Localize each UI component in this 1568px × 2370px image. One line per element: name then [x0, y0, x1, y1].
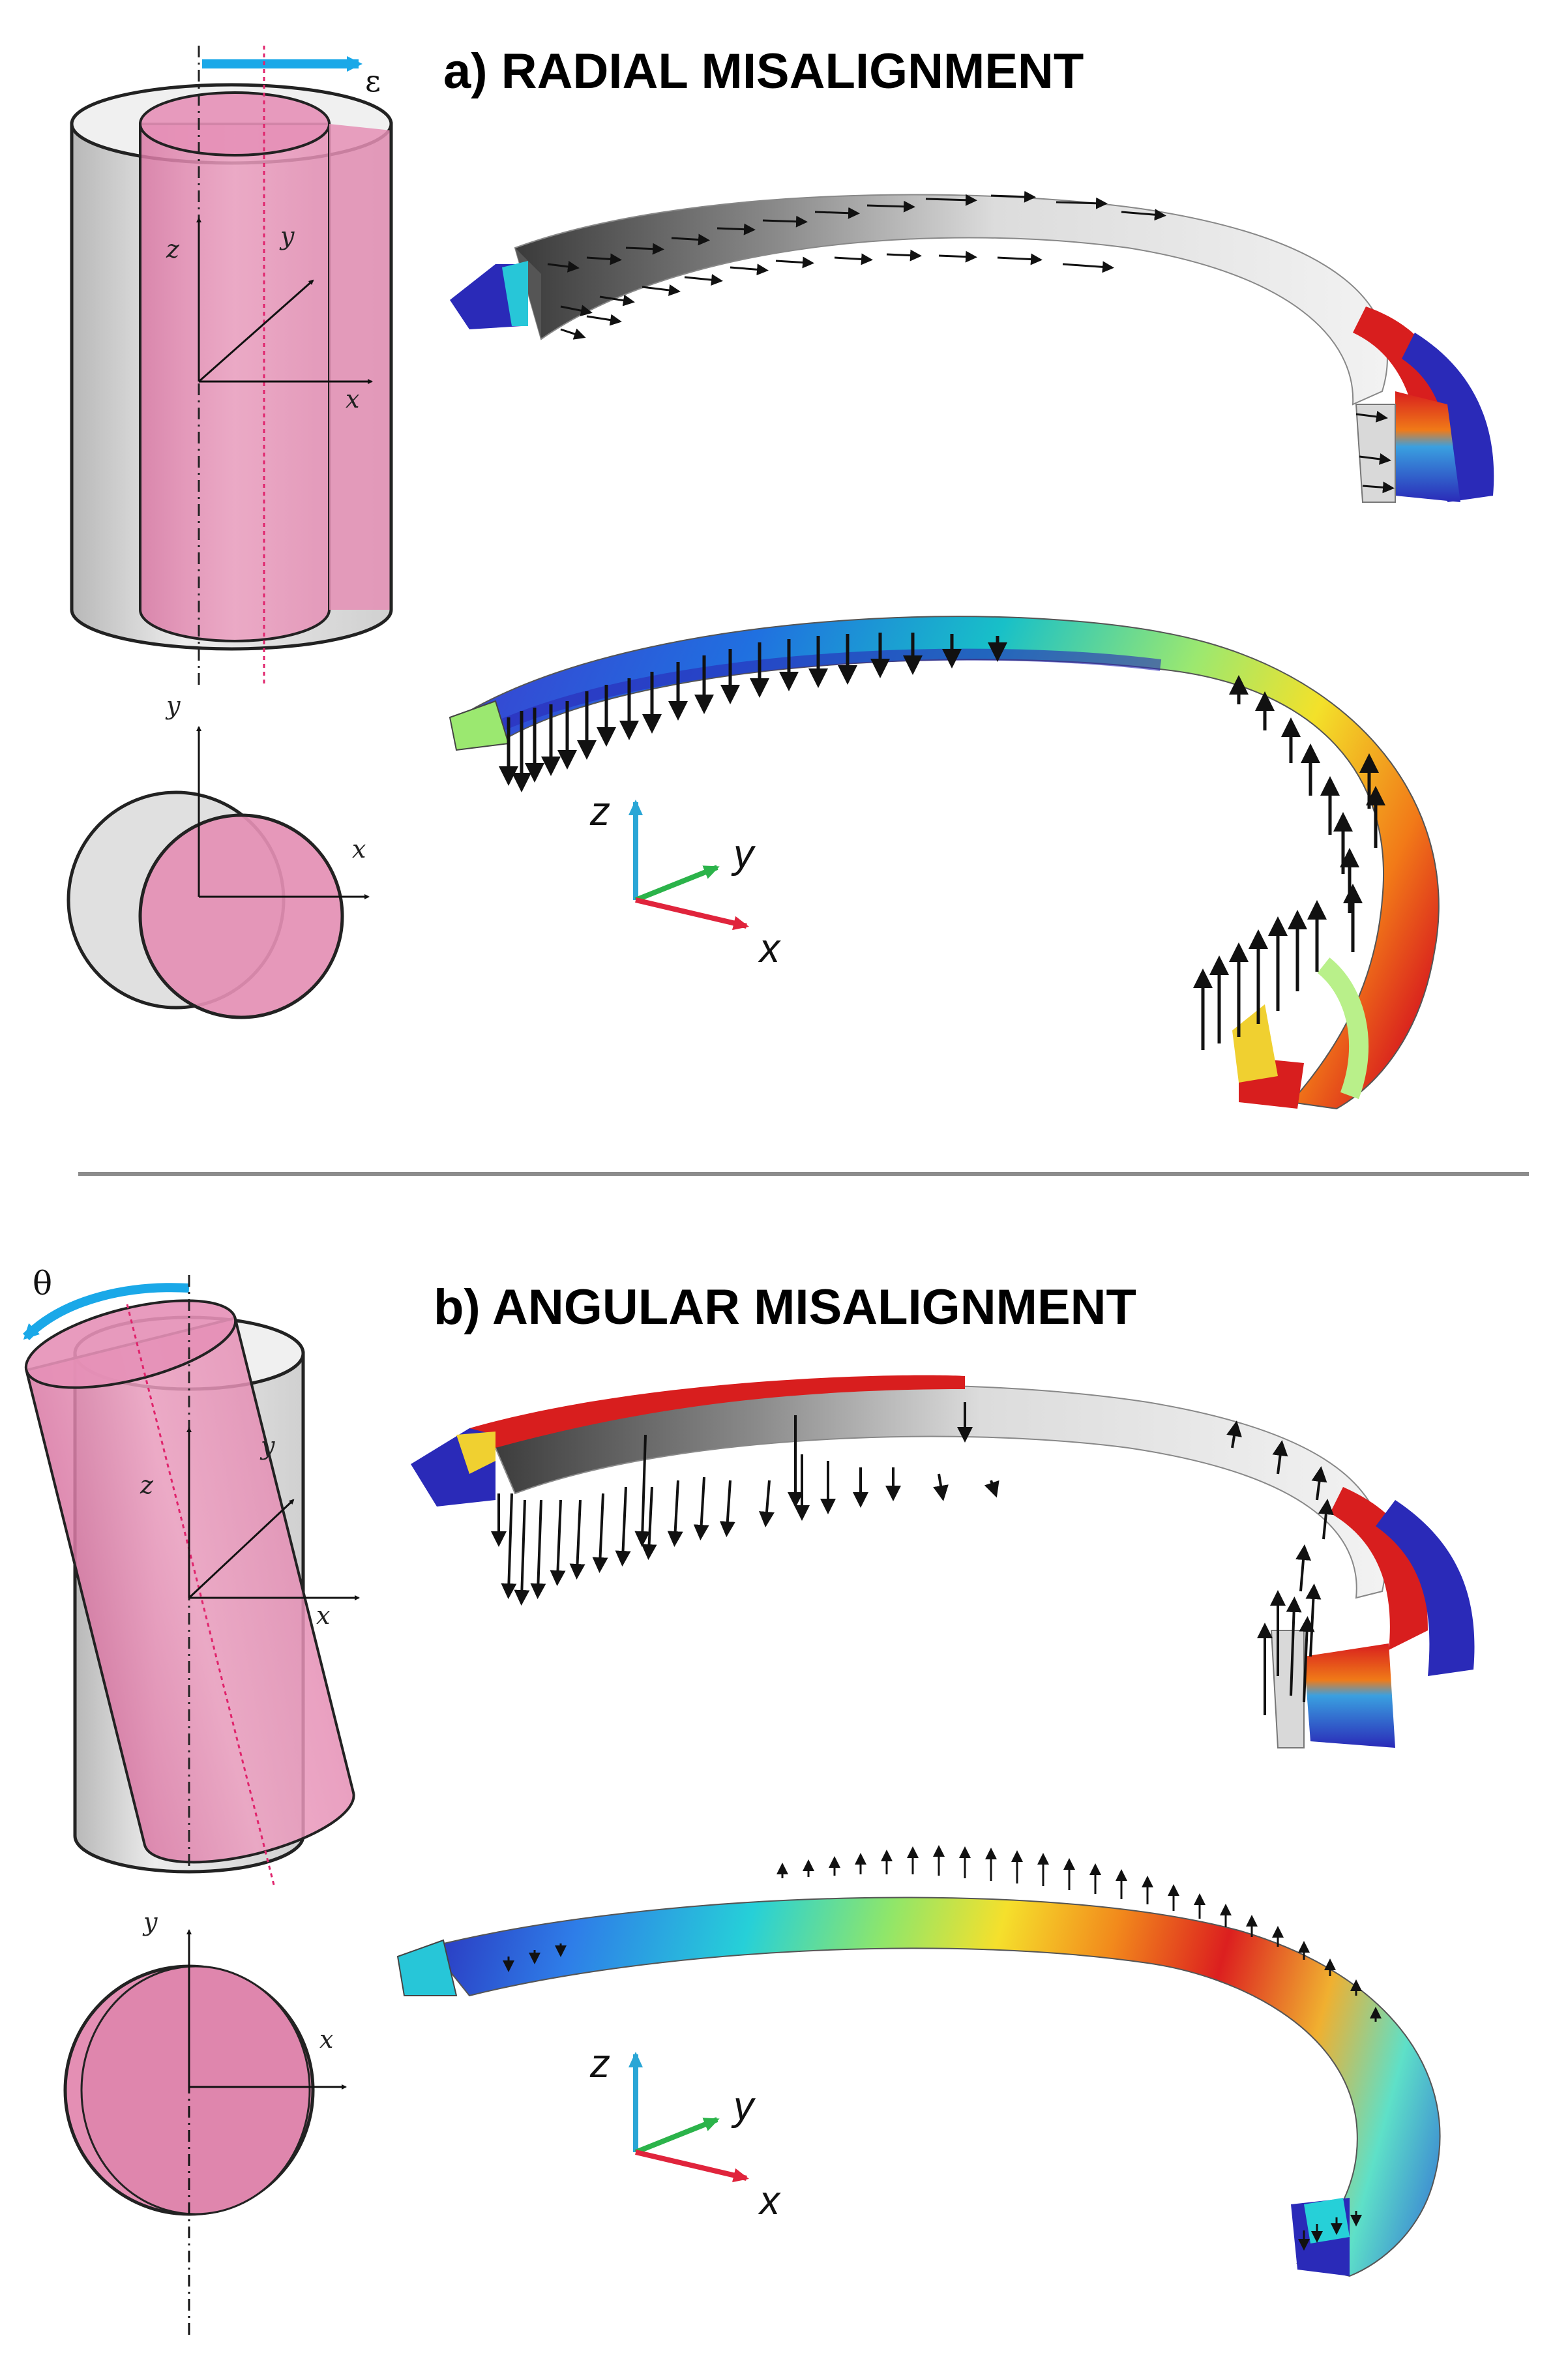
- angular-force-arrows-lower: [503, 1845, 1382, 2251]
- epsilon-symbol: ε: [365, 63, 381, 98]
- theta-symbol: θ: [33, 1265, 52, 1302]
- axis-y-label: y: [279, 222, 295, 250]
- axis-x-label: x: [346, 385, 359, 413]
- triad-x-label-b: x: [758, 2178, 781, 2223]
- triad-z-label-b: z: [589, 2041, 610, 2086]
- top-axis-y-label: y: [165, 691, 181, 720]
- panel-b: b) ANGULAR MISALIGNMENT θ z y x: [23, 1265, 1475, 2335]
- axis-z-label-b: z: [140, 1471, 154, 1499]
- axis-y-label-b: y: [259, 1432, 275, 1460]
- angular-force-arrows-upper: [491, 1402, 1334, 1715]
- panel-b-title: b) ANGULAR MISALIGNMENT: [434, 1280, 1136, 1335]
- top-view-a: y x: [67, 691, 370, 1019]
- radial-force-arrows-upper: [547, 190, 1395, 494]
- top-axis-x-label: x: [352, 835, 366, 863]
- triad-z-label: z: [589, 789, 610, 834]
- fe-ring-angular-upper: [411, 1375, 1475, 1748]
- triad-y-label: y: [731, 832, 756, 877]
- triad-y-label-b: y: [731, 2084, 756, 2129]
- side-view-axes-a: z y x: [166, 217, 373, 413]
- triad-x-label: x: [758, 926, 781, 971]
- shaft-axis-line-b: [126, 1304, 275, 1885]
- radial-force-arrows-lower: [499, 633, 1385, 1050]
- top-view-b: y x: [63, 1908, 347, 2335]
- axis-x-label-b: x: [316, 1601, 330, 1630]
- panel-a-title: a) RADIAL MISALIGNMENT: [443, 44, 1084, 99]
- coordinate-triad-a: z y x: [589, 789, 781, 971]
- top-axis-y-label-b: y: [142, 1908, 158, 1936]
- axis-z-label: z: [166, 235, 180, 263]
- top-axis-x-label-b: x: [319, 2025, 333, 2054]
- angular-tilt-arrow: [23, 1283, 190, 1340]
- fe-ring-radial-lower: [449, 616, 1440, 1110]
- panel-a: a) RADIAL MISALIGNMENT ε z y x: [67, 44, 1494, 1110]
- fe-ring-radial-upper: [450, 194, 1494, 503]
- side-view-axes-b: z y x: [140, 1427, 360, 1630]
- shaft-cylinder: [139, 91, 393, 642]
- coordinate-triad-b: z y x: [589, 2041, 781, 2223]
- fe-ring-angular-lower: [396, 1897, 1441, 2277]
